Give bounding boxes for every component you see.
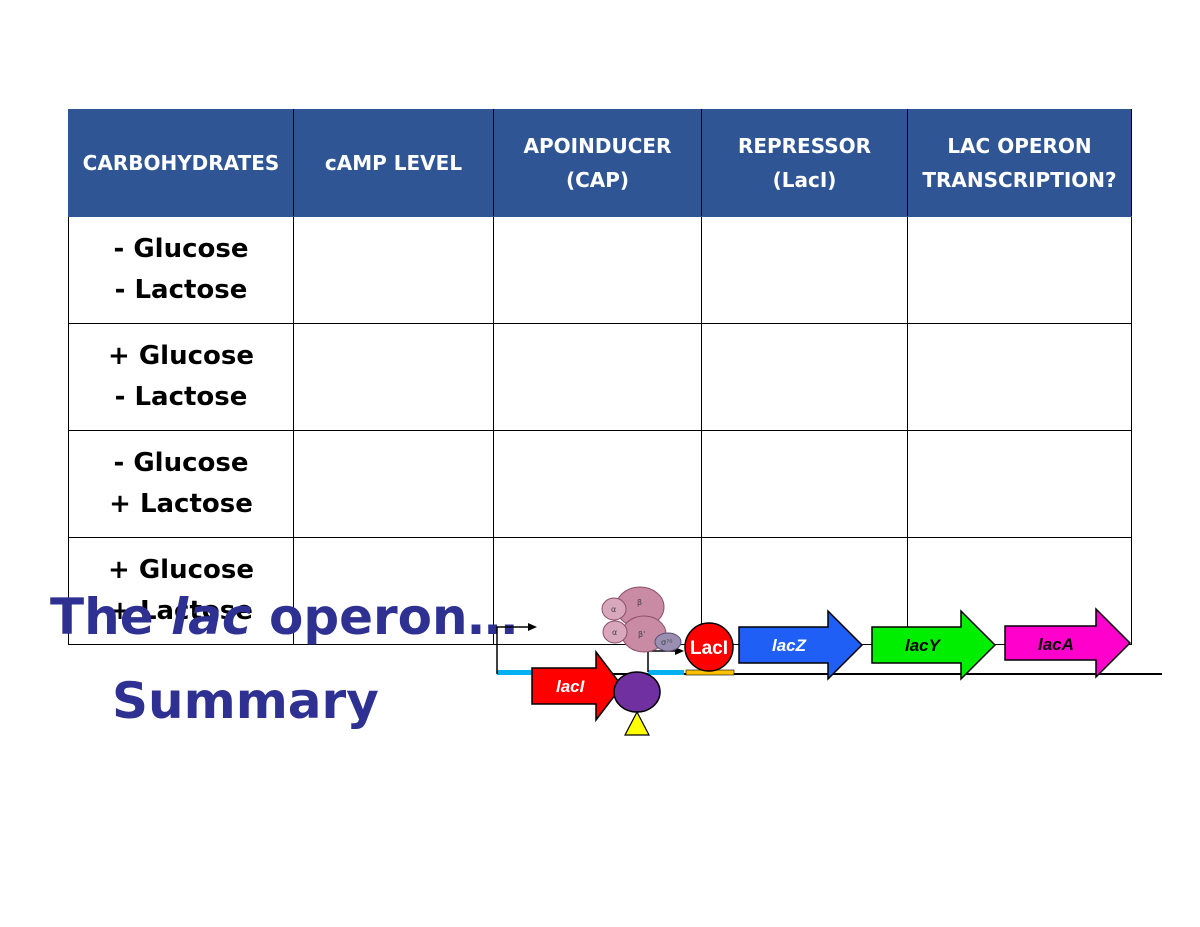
- laca-arrow: [1004, 607, 1132, 679]
- alpha-label-2: α: [612, 628, 617, 637]
- lacy-label: lacY: [905, 636, 942, 655]
- laci-start-arrow: [496, 626, 530, 674]
- empty-cell[interactable]: [701, 430, 908, 538]
- gene-lacy: lacY: [871, 609, 997, 681]
- laci-arrow: [531, 649, 623, 723]
- header-row: CARBOHYDRATES cAMP LEVEL APOINDUCER (CAP…: [68, 109, 1132, 217]
- rna-polymerase: α β α β' σ⁷⁰: [601, 586, 682, 653]
- gene-lacz: lacZ: [738, 609, 864, 681]
- lacz-arrow: [738, 609, 864, 681]
- summary-table: CARBOHYDRATES cAMP LEVEL APOINDUCER (CAP…: [68, 109, 1132, 645]
- lacy-arrow: [871, 609, 997, 681]
- operon-start-arrow: [647, 650, 676, 672]
- empty-cell[interactable]: [293, 216, 494, 324]
- alpha-label-1: α: [611, 605, 616, 614]
- table-row: - Glucose + Lactose: [68, 430, 1132, 538]
- lacz-label: lacZ: [772, 636, 807, 655]
- sigma-label: σ⁷⁰: [661, 638, 672, 647]
- empty-cell[interactable]: [907, 216, 1132, 324]
- header-transcription: LAC OPERON TRANSCRIPTION?: [907, 109, 1132, 217]
- repressor-label: LacI: [690, 638, 728, 659]
- table-row: + Glucose - Lactose: [68, 323, 1132, 431]
- header-camp-level: cAMP LEVEL: [293, 109, 494, 217]
- empty-cell[interactable]: [493, 323, 702, 431]
- table-row: - Glucose - Lactose: [68, 216, 1132, 324]
- empty-cell[interactable]: [293, 323, 494, 431]
- gene-laca: lacA: [1004, 607, 1132, 679]
- beta-label: β: [637, 598, 642, 607]
- empty-cell[interactable]: [907, 430, 1132, 538]
- beta-prime-label: β': [638, 630, 645, 639]
- camp-molecule: [624, 710, 650, 736]
- alpha-subunit-2: [602, 620, 628, 644]
- slide-title: The lac operon…: [50, 588, 518, 646]
- lac-promoter: [648, 670, 684, 675]
- laci-repressor: LacI: [684, 622, 734, 672]
- slide-subtitle: Summary: [112, 672, 379, 730]
- laci-label: lacI: [556, 677, 586, 696]
- gene-laci: lacI: [531, 649, 623, 723]
- empty-cell[interactable]: [293, 430, 494, 538]
- header-carbohydrates: CARBOHYDRATES: [68, 109, 294, 217]
- repressor-circle: [684, 622, 734, 672]
- condition-cell: - Glucose - Lactose: [68, 216, 294, 324]
- laca-label: lacA: [1038, 635, 1074, 654]
- condition-cell: + Glucose - Lactose: [68, 323, 294, 431]
- empty-cell[interactable]: [907, 323, 1132, 431]
- laci-promoter: [497, 670, 535, 675]
- cap-protein: [613, 671, 661, 713]
- empty-cell[interactable]: [701, 216, 908, 324]
- operon-start-arrow-head: [675, 647, 684, 655]
- empty-cell[interactable]: [493, 216, 702, 324]
- condition-cell: + Glucose + Lactose: [68, 537, 294, 645]
- alpha-subunit-1: [601, 597, 627, 621]
- condition-cell: - Glucose + Lactose: [68, 430, 294, 538]
- laci-start-arrow-head: [528, 623, 537, 631]
- sigma-factor: [654, 632, 682, 652]
